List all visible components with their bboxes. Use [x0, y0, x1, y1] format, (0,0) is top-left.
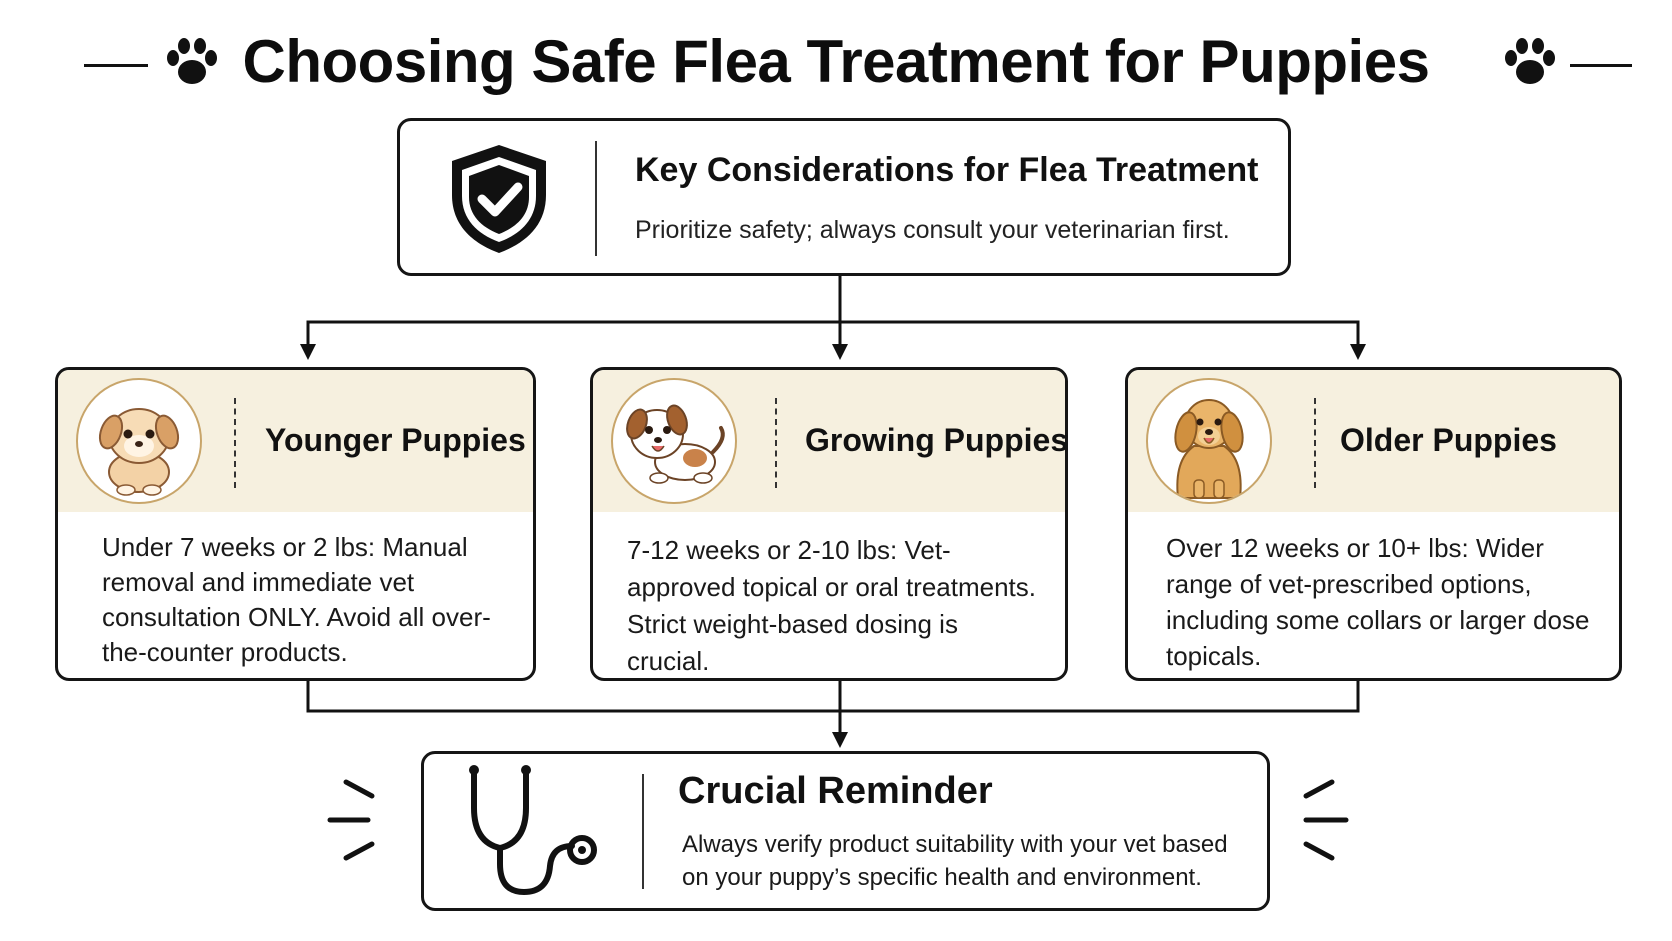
card-description: Over 12 weeks or 10+ lbs: Wider range of… [1166, 533, 1590, 671]
card-growing-puppies: Growing Puppies 7-12 weeks or 2-10 lbs: … [590, 367, 1068, 681]
card-older-puppies: Older Puppies Over 12 weeks or 10+ lbs: … [1125, 367, 1622, 681]
emphasis-mark [1303, 841, 1335, 861]
key-considerations-heading: Key Considerations for Flea Treatment [635, 151, 1259, 189]
card-description: 7-12 weeks or 2-10 lbs: Vet-approved top… [627, 535, 1036, 676]
puppy-sitting-icon [98, 408, 180, 496]
divider [595, 141, 597, 256]
puppy-golden-icon [1174, 399, 1244, 499]
card-title: Growing Puppies [805, 422, 1068, 458]
crucial-reminder-heading: Crucial Reminder [678, 770, 993, 812]
card-description: Under 7 weeks or 2 lbs: Manual removal a… [102, 532, 491, 667]
card-title: Younger Puppies [265, 422, 526, 458]
emphasis-mark [343, 779, 375, 799]
puppy-playing-icon [626, 404, 725, 484]
key-considerations-description: Prioritize safety; always consult your v… [635, 216, 1230, 244]
crucial-reminder-box: Crucial Reminder Always verify product s… [421, 751, 1270, 911]
shield-check-icon [452, 145, 546, 253]
avatar [76, 378, 202, 504]
divider [234, 398, 236, 488]
divider [642, 774, 644, 889]
page-title: Choosing Safe Flea Treatment for Puppies [242, 28, 1430, 95]
card-header [58, 370, 533, 512]
card-header [593, 370, 1065, 512]
card-younger-puppies: Younger Puppies Under 7 weeks or 2 lbs: … [55, 367, 536, 681]
avatar [611, 378, 737, 504]
key-considerations-box: Key Considerations for Flea Treatment Pr… [397, 118, 1291, 276]
title-rule-left [84, 64, 148, 67]
title-rule-right [1570, 64, 1632, 67]
card-title: Older Puppies [1340, 422, 1557, 458]
divider [1314, 398, 1316, 488]
card-header [1128, 370, 1619, 512]
stethoscope-icon [469, 765, 597, 896]
paw-icon [1505, 38, 1555, 84]
emphasis-mark [1303, 779, 1335, 799]
divider [775, 398, 777, 488]
avatar [1146, 378, 1272, 504]
crucial-reminder-text: Always verify product suitability with y… [682, 831, 1228, 891]
emphasis-mark [343, 841, 375, 861]
paw-icon [167, 38, 217, 84]
